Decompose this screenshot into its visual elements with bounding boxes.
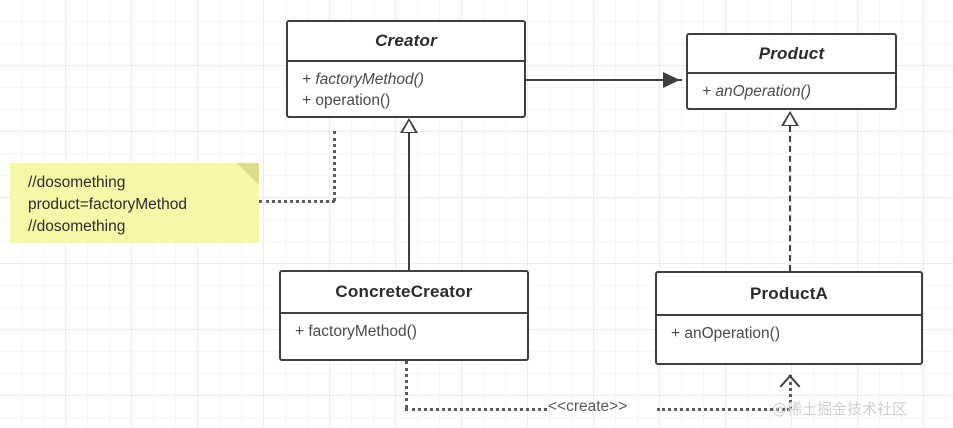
class-box-product-a[interactable]: ProductA + anOperation() xyxy=(655,271,923,365)
edge-create-segment-down xyxy=(405,361,408,408)
edge-create-segment-up xyxy=(789,375,792,409)
note-line: //dosomething xyxy=(28,218,126,235)
class-members-product-a: + anOperation() xyxy=(657,316,921,363)
edge-create-segment-left xyxy=(405,408,547,411)
edge-create-segment-right xyxy=(657,408,790,411)
edge-concretecreator-to-creator xyxy=(408,132,410,270)
watermark-text: @稀土掘金技术社区 xyxy=(772,400,908,418)
class-divider xyxy=(688,72,895,74)
note-sticky-factory-method[interactable]: //dosomething product=factoryMethod //do… xyxy=(10,163,259,243)
class-member: + anOperation() xyxy=(702,83,811,100)
edge-note-anchor-vertical xyxy=(333,131,336,201)
class-members-creator: + factoryMethod() + operation() xyxy=(288,62,524,116)
class-member: + anOperation() xyxy=(671,325,780,342)
class-box-product[interactable]: Product + anOperation() xyxy=(686,33,897,110)
arrowhead-hollow-generalization xyxy=(400,118,418,133)
class-members-product: + anOperation() xyxy=(688,74,895,108)
arrowhead-open-dependency xyxy=(777,367,803,388)
class-box-concrete-creator[interactable]: ConcreteCreator + factoryMethod() xyxy=(279,270,529,361)
edge-creator-to-product xyxy=(526,79,682,81)
edge-producta-to-product xyxy=(789,126,791,271)
class-title-concrete-creator: ConcreteCreator xyxy=(335,282,473,301)
note-line: product=factoryMethod xyxy=(28,196,187,213)
arrowhead-hollow-realization xyxy=(781,111,799,126)
class-title-product: Product xyxy=(758,43,825,63)
class-members-concrete-creator: + factoryMethod() xyxy=(281,314,527,359)
class-title-creator: Creator xyxy=(375,31,437,50)
edge-note-anchor-horizontal xyxy=(259,200,335,203)
class-divider xyxy=(281,312,527,314)
note-line: //dosomething xyxy=(28,174,126,191)
class-member: + factoryMethod() xyxy=(302,71,424,88)
class-title-product-a: ProductA xyxy=(749,283,829,303)
edge-label-create: <<create>> xyxy=(548,398,628,415)
class-divider xyxy=(288,60,524,62)
class-member: + factoryMethod() xyxy=(295,323,417,340)
class-box-creator[interactable]: Creator + factoryMethod() + operation() xyxy=(286,20,526,118)
class-member: + operation() xyxy=(302,92,391,109)
class-divider xyxy=(657,314,921,316)
note-fold-corner xyxy=(237,163,259,185)
arrowhead-filled-association xyxy=(663,72,680,88)
